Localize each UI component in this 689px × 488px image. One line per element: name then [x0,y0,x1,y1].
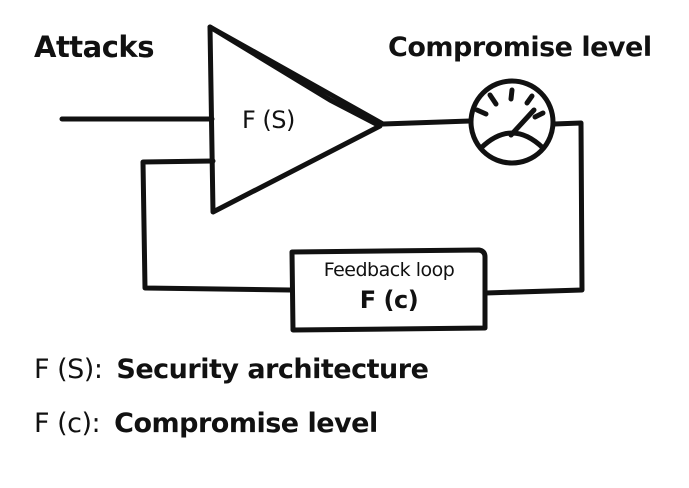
amplifier-label: F (S) [242,106,295,134]
amplifier-triangle [207,24,383,215]
feedback-box [289,247,488,333]
feedback-box-function: F (c) [359,286,419,314]
gauge-icon [468,78,556,166]
legend-key: F (c): [34,408,101,439]
input-label: Attacks [34,30,154,64]
legend-description: Compromise level [114,408,378,439]
legend-key: F (S): [34,354,103,385]
return-line-left [140,158,293,293]
return-line-right [483,120,585,296]
output-line [380,118,473,127]
feedback-box-title: Feedback loop [323,259,455,281]
amplifier-edge [207,24,386,127]
legend-description: Security architecture [116,354,429,385]
output-label: Compromise level [388,32,652,63]
legend-item: F (c): Compromise level [34,408,378,439]
legend-item: F (S): Security architecture [34,354,429,385]
